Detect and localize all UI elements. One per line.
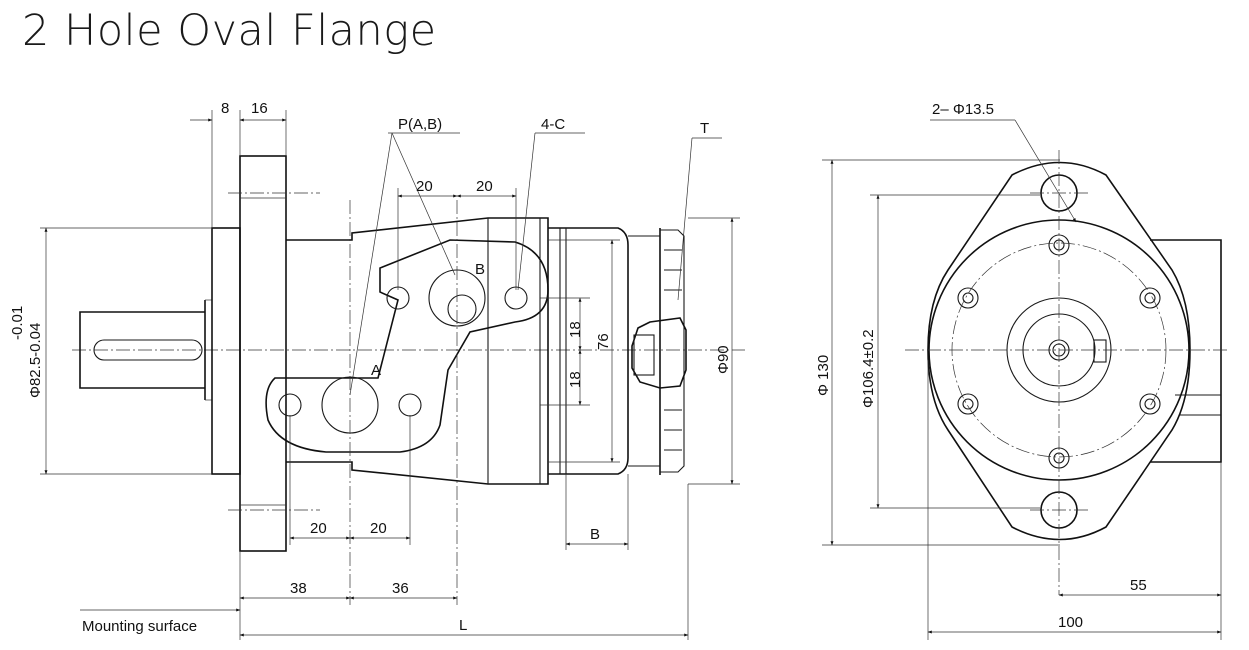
end-cap-bolts: [631, 229, 687, 473]
port-flange: [265, 200, 549, 605]
dim-82-tol: -0.01: [9, 306, 26, 340]
label-b: B: [475, 261, 485, 278]
dim-82: Φ82.5-0.04: [27, 323, 44, 398]
dim-16: 16: [251, 100, 268, 117]
dim-b-bottom: B: [590, 526, 600, 543]
label-port: P(A,B): [398, 116, 442, 133]
dim-36: 36: [392, 580, 409, 597]
shaft: [79, 299, 212, 401]
dim-20-bottom-left: 20: [310, 520, 327, 537]
dim-55: 55: [1130, 577, 1147, 594]
dim-l: L: [459, 617, 467, 634]
front-view-labels: 2– Φ13.5 Φ 130 Φ106.4±0.2 55 100: [815, 101, 1147, 631]
label-mounting-surface: Mounting surface: [82, 618, 197, 635]
dim-100: 100: [1058, 614, 1083, 631]
dim-20-bottom-right: 20: [370, 520, 387, 537]
dim-38: 38: [290, 580, 307, 597]
dim-18-bottom: 18: [567, 371, 584, 388]
dim-20-top-left: 20: [416, 178, 433, 195]
shaft-keyway: [93, 339, 203, 361]
side-view-labels: 8 16 P(A,B) 4-C T 20 20 B A 18 18 76 Φ90…: [9, 100, 732, 635]
leaders: [349, 132, 722, 396]
dim-106: Φ106.4±0.2: [860, 329, 877, 408]
dim-76: 76: [595, 333, 612, 350]
dim-90: Φ90: [715, 345, 732, 374]
label-t: T: [700, 120, 709, 137]
label-holes: 2– Φ13.5: [932, 101, 994, 118]
dimension-lines: [40, 110, 740, 640]
front-dimension-lines: [822, 119, 1222, 640]
dim-8: 8: [221, 100, 229, 117]
mounting-flange: [211, 155, 320, 552]
dim-130: Φ 130: [815, 355, 832, 396]
front-view: 2– Φ13.5 Φ 130 Φ106.4±0.2 55 100: [815, 101, 1228, 640]
side-view: 8 16 P(A,B) 4-C T 20 20 B A 18 18 76 Φ90…: [9, 100, 745, 640]
label-a: A: [371, 362, 381, 379]
dim-20-top-right: 20: [476, 178, 493, 195]
label-4c: 4-C: [541, 116, 565, 133]
motor-body: [286, 217, 661, 485]
page-title: 2 Hole Oval Flange: [22, 6, 437, 56]
rear-housing: [1150, 239, 1222, 463]
dim-18-top: 18: [567, 321, 584, 338]
